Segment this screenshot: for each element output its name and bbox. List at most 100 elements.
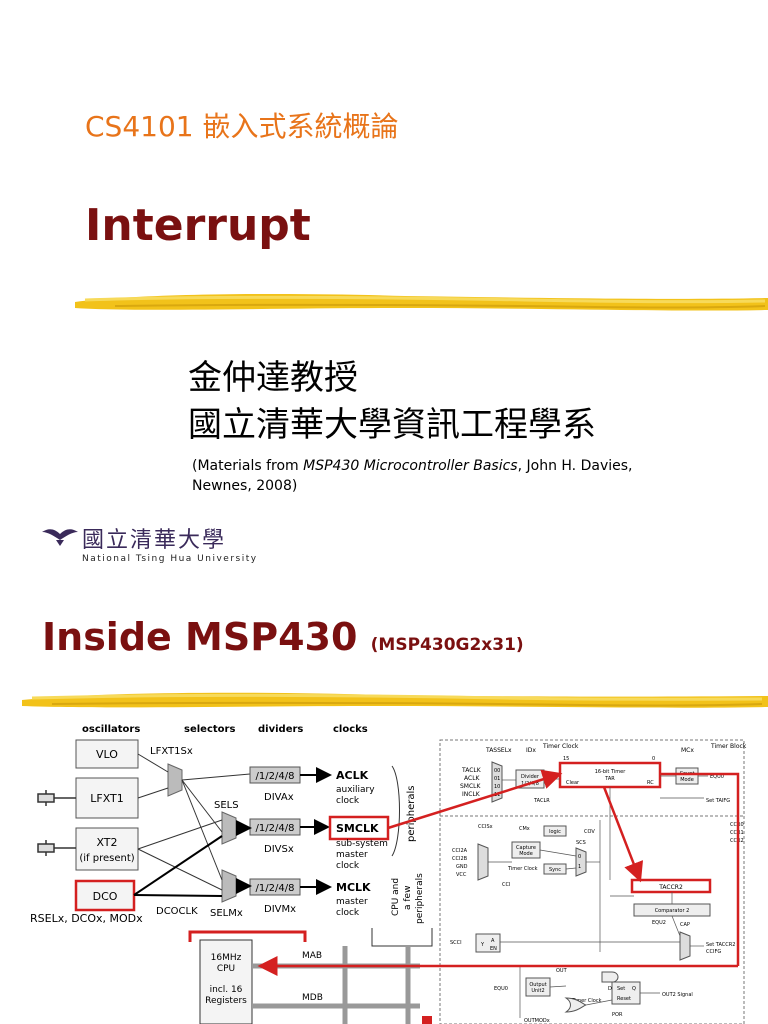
cpu-reg-l2: Registers xyxy=(205,996,247,1006)
d-label: D xyxy=(608,986,612,992)
scci-label: SCCI xyxy=(450,940,462,946)
title-main: Inside MSP430 xyxy=(42,615,358,659)
hdr-selectors: selectors xyxy=(184,724,235,735)
logo-english-name: National Tsing Hua University xyxy=(82,554,258,564)
yellow-brush-divider xyxy=(75,294,768,311)
smclk-to-tar-arrow xyxy=(387,769,563,830)
capture-l2: Mode xyxy=(519,851,533,857)
tar-bit0: 0 xyxy=(652,756,655,762)
aclk-label: ACLK xyxy=(336,769,369,782)
cpu-label: CPU xyxy=(217,964,235,974)
taccr2-label: TACCR2 xyxy=(658,884,683,891)
div-smclk-label: /1/2/4/8 xyxy=(256,823,295,834)
latch-a: A xyxy=(491,938,495,944)
hdr-clocks: clocks xyxy=(333,724,368,735)
smclk-desc2: master xyxy=(336,850,368,860)
peripherals-brace xyxy=(391,765,400,857)
sels-mux xyxy=(221,811,237,845)
course-title: CS4101 嵌入式系統概論 xyxy=(85,110,399,143)
q-label: Q xyxy=(632,986,636,992)
materials-credit: (Materials from MSP430 Microcontroller B… xyxy=(192,456,692,496)
scs-mux xyxy=(575,847,587,877)
rc-label: RC xyxy=(647,780,654,786)
mclk-label: MCLK xyxy=(336,881,371,894)
materials-prefix: (Materials from xyxy=(192,458,304,474)
hdr-oscillators: oscillators xyxy=(82,724,140,735)
clear-label: Clear xyxy=(566,780,580,786)
red-marker xyxy=(422,1016,432,1024)
scs-label: SCS xyxy=(576,840,586,846)
cci2b-in: CCI2B xyxy=(452,856,468,862)
aclk-desc2: clock xyxy=(336,796,360,806)
tar-bit15: 15 xyxy=(563,756,569,762)
slide-title-inside-msp430: Inside MSP430 (MSP430G2x31) xyxy=(42,615,524,659)
tar-to-taccr2-arrow xyxy=(602,786,644,883)
smclk-desc1: sub-system xyxy=(336,839,388,849)
osc-vlo-label: VLO xyxy=(96,748,118,761)
cpu-periph-l2: a few xyxy=(403,886,413,910)
tassel-label: TASSELx xyxy=(485,747,512,754)
clock-system-diagram: oscillators selectors dividers clocks VL… xyxy=(30,724,747,1024)
aclk-desc1: auxiliary xyxy=(336,785,375,795)
reset-label: Reset xyxy=(617,996,631,1002)
selmx-label: SELMx xyxy=(210,908,243,919)
equ0-in: EQU0 xyxy=(494,986,508,992)
tar-label1: 16-bit Timer xyxy=(595,769,627,775)
ccis-mux xyxy=(477,843,489,881)
div-mclk-label: /1/2/4/8 xyxy=(256,883,295,894)
timer-clock-3: Timer Clock xyxy=(571,998,602,1004)
cpu-speed-label: 16MHz xyxy=(211,953,242,963)
idx-label: IDx xyxy=(526,747,536,754)
divax-label: DIVAx xyxy=(264,792,294,803)
taccr2-highlight xyxy=(630,878,712,894)
vlo-box xyxy=(75,739,139,769)
crystal-icons xyxy=(37,790,76,856)
output-l1: Output xyxy=(529,982,546,988)
divider-l1: Divider xyxy=(521,774,540,780)
por-label: POR xyxy=(612,1012,623,1018)
smclk-label: SMCLK xyxy=(336,822,379,835)
logic-box xyxy=(543,825,567,837)
materials-book-title: MSP430 Microcontroller Basics xyxy=(303,458,518,474)
latch-en: EN xyxy=(490,946,497,952)
out2-signal-label: OUT2 Signal xyxy=(662,992,693,998)
tassel-m01: 01 xyxy=(494,776,500,782)
cpu-periph-l1: CPU and xyxy=(391,878,401,916)
cpu-box xyxy=(199,939,253,1024)
scs-zero: 0 xyxy=(578,854,581,860)
mclk-desc2: clock xyxy=(336,908,360,918)
gnd-in: GND xyxy=(456,864,468,870)
lfxt1-mux xyxy=(167,763,183,797)
timer-clock-label: Timer Clock xyxy=(542,743,579,750)
timer-clock-2: Timer Clock xyxy=(507,866,538,872)
ccifg-label: CCIFG xyxy=(706,949,721,955)
mdb-label: MDB xyxy=(302,993,323,1003)
smclk-desc3: clock xyxy=(336,861,360,871)
lfxt1sx-label: LFXT1Sx xyxy=(150,746,193,757)
osc-xt2-label: XT2 xyxy=(96,836,117,849)
smclk-in: SMCLK xyxy=(460,783,482,790)
logic-label: logic xyxy=(549,829,561,835)
tar-label2: TAR xyxy=(604,776,615,782)
cap-label: CAP xyxy=(680,922,690,928)
cmx-label: CMx xyxy=(519,826,530,832)
cpu-red-bracket xyxy=(188,930,307,942)
logo-chinese-name: 國立清華大學 xyxy=(82,528,227,553)
rsel-label: RSELx, DCOx, MODx xyxy=(30,912,143,925)
ccisx-label: CCISx xyxy=(478,824,493,830)
divsx-label: DIVSx xyxy=(264,844,294,855)
nthu-emblem-icon xyxy=(42,529,78,546)
osc-lfxt1-label: LFXT1 xyxy=(90,792,124,805)
selm-mux xyxy=(221,869,237,903)
author-name: 金仲達教授 xyxy=(188,358,358,398)
timer-block-frame xyxy=(439,739,745,1024)
cci2a-in: CCI2A xyxy=(452,848,468,854)
memory-buses xyxy=(252,946,420,1024)
mclk-desc1: master xyxy=(336,897,368,907)
latch-y: Y xyxy=(480,942,485,948)
dco-box xyxy=(74,879,136,912)
capture-l1: Capture xyxy=(516,845,536,851)
taclk-in: TACLK xyxy=(461,767,482,774)
cpu-periph-bracket xyxy=(371,928,433,947)
equ2-label: EQU2 xyxy=(652,920,666,926)
